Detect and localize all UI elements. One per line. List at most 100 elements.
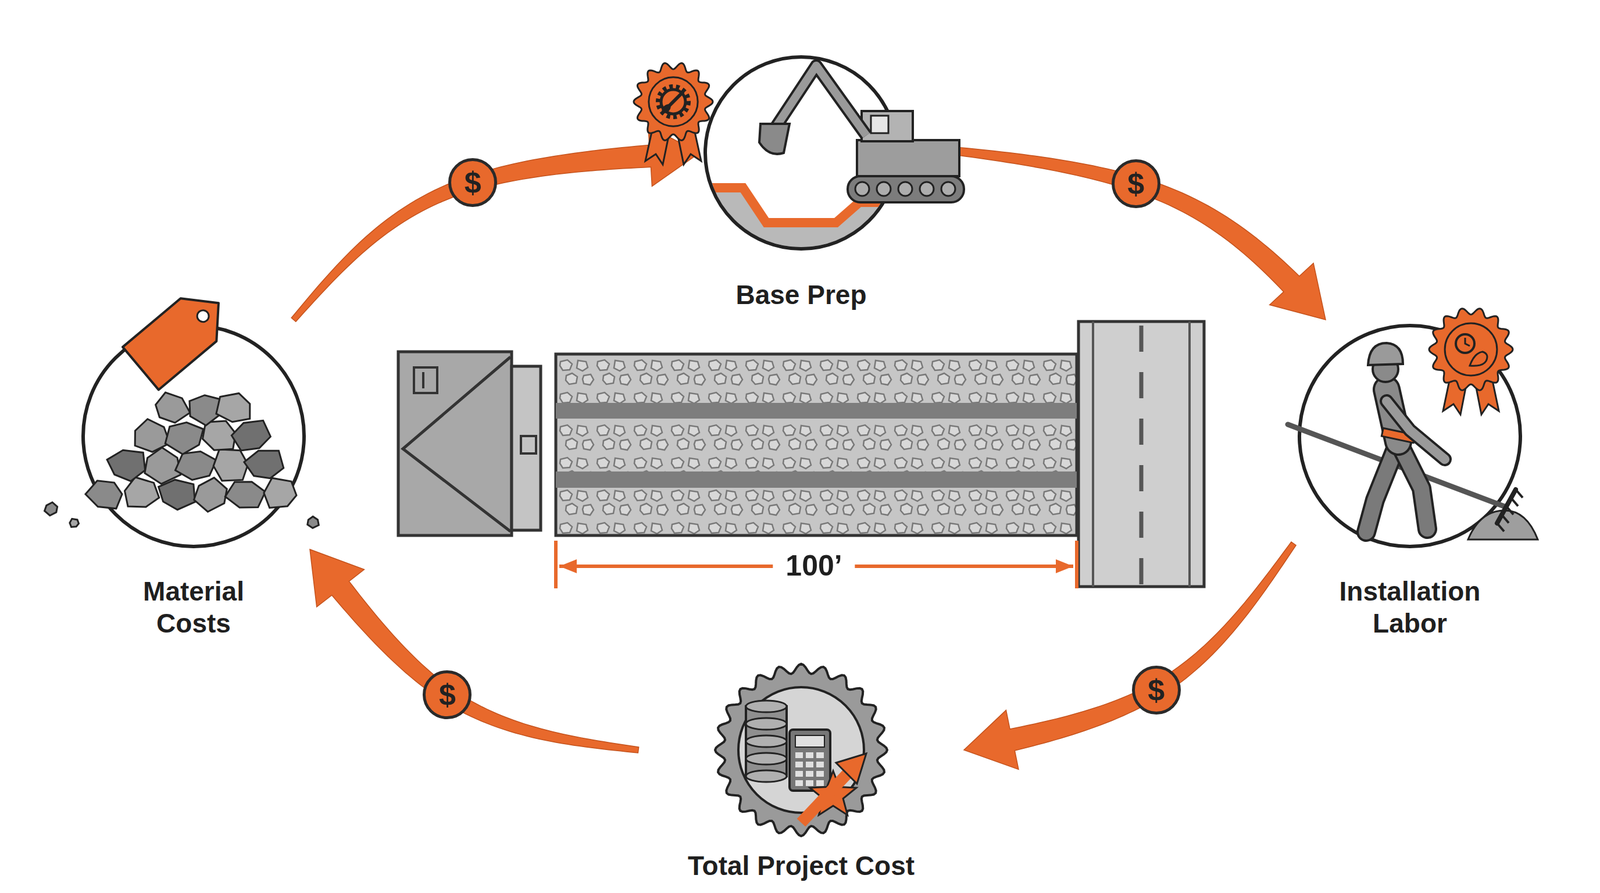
- tag-hole: [194, 308, 212, 325]
- dollar-badge: $: [1131, 665, 1181, 715]
- node-shape: [638, 662, 964, 838]
- edge-label: $: [464, 167, 482, 198]
- worker-leg-outline: [1366, 441, 1399, 532]
- calculator-key: [816, 761, 824, 768]
- cost-flow-arrow: [309, 549, 639, 753]
- rosette-badge: [633, 63, 713, 141]
- node-label: Material Costs: [112, 575, 275, 640]
- node-shape: [699, 51, 903, 255]
- rosette-inner: [1444, 323, 1498, 376]
- rock: [225, 481, 266, 508]
- node-icon: [1287, 308, 1538, 547]
- rock: [175, 451, 217, 480]
- dollar-badge: $: [422, 670, 472, 720]
- cost-flow-arrow: [291, 125, 700, 322]
- database-disk: [745, 718, 787, 730]
- rake-tine: [1501, 515, 1509, 524]
- rock: [106, 450, 146, 481]
- clock-face: [1455, 334, 1475, 353]
- gravel-driveway: [555, 354, 1077, 536]
- database-disk: [745, 700, 787, 713]
- rock: [216, 393, 250, 422]
- calculator-key: [816, 770, 824, 777]
- badge-edge: [715, 663, 888, 837]
- excavator-body: [856, 140, 960, 177]
- calculator-screen: [795, 735, 825, 748]
- node-icon: [633, 56, 976, 281]
- rock: [155, 392, 191, 423]
- calculator: [789, 729, 831, 791]
- calculator-key: [816, 780, 824, 787]
- rosette-edge: [633, 63, 713, 141]
- track-wheel: [898, 181, 913, 196]
- cost-flow-arrow: [963, 541, 1296, 770]
- track-wheel: [855, 181, 870, 196]
- rake-tine: [1497, 523, 1505, 532]
- node-shape: [1293, 319, 1527, 553]
- rock: [213, 449, 248, 481]
- clock-hands: [1465, 337, 1470, 346]
- house: [398, 351, 541, 536]
- calculator-key: [795, 770, 803, 777]
- shovel-blade: [659, 102, 673, 115]
- rock: [244, 450, 284, 479]
- road: [1078, 321, 1205, 587]
- badge-node: Total Project Cost: [638, 662, 964, 882]
- node-label: Base Prep: [708, 279, 895, 312]
- dollar-badge: $: [448, 158, 498, 207]
- label-holder: 100’: [772, 549, 855, 584]
- calculator-key: [805, 752, 814, 759]
- rock: [231, 420, 271, 451]
- calculator-key: [795, 780, 803, 787]
- rock: [263, 477, 297, 508]
- growth-arrow-head: [836, 753, 867, 784]
- node-label: Total Project Cost: [644, 850, 959, 882]
- rock: [158, 479, 196, 510]
- gear-teeth: [658, 86, 689, 117]
- node-icon: [44, 281, 320, 547]
- gravel-pile: [1468, 510, 1538, 540]
- track-wheel: [941, 181, 956, 196]
- calculator-key: [805, 780, 814, 787]
- rock: [307, 516, 319, 528]
- database-disk: [745, 752, 787, 765]
- node-outline: [1299, 325, 1521, 547]
- database-disk: [745, 735, 787, 748]
- worker-arm: [1386, 401, 1445, 460]
- rake-tine: [1506, 506, 1514, 515]
- rock: [144, 447, 181, 485]
- worker-leg: [1366, 441, 1399, 532]
- dimension-line: [555, 540, 1077, 589]
- tag-body: [122, 281, 237, 390]
- dimension-label: 100’: [772, 549, 855, 582]
- calculator-key: [816, 752, 824, 759]
- calculator-key: [795, 752, 803, 759]
- rake-head: [1497, 489, 1516, 524]
- circle-node: Material Costs: [77, 319, 310, 640]
- calculator-key: [805, 770, 814, 777]
- excavator-cab: [861, 111, 913, 142]
- rosette-badge: [1429, 308, 1513, 391]
- circle-node: Installation Labor: [1293, 319, 1527, 640]
- node-label: Installation Labor: [1311, 575, 1509, 640]
- rake-tine: [1515, 489, 1523, 498]
- edge-label: $: [1127, 168, 1145, 199]
- bucket: [759, 123, 790, 155]
- rock: [69, 518, 80, 527]
- edge-label: $: [1147, 675, 1165, 706]
- rosette-inner: [648, 77, 698, 127]
- track-wheel: [876, 181, 891, 196]
- growth-arrow: [801, 772, 849, 823]
- database-body: [745, 706, 787, 777]
- rock: [194, 477, 228, 513]
- node-shape: [77, 319, 310, 553]
- rock: [85, 480, 123, 509]
- hard-hat: [1368, 343, 1403, 366]
- worker-arm-outline: [1386, 401, 1445, 460]
- dollar-badge: $: [1111, 159, 1161, 209]
- edge-label: $: [438, 679, 456, 710]
- circle-node: Base Prep: [699, 51, 903, 312]
- excavator-track: [847, 176, 964, 203]
- rosette-edge: [1429, 308, 1513, 391]
- rock: [44, 502, 58, 516]
